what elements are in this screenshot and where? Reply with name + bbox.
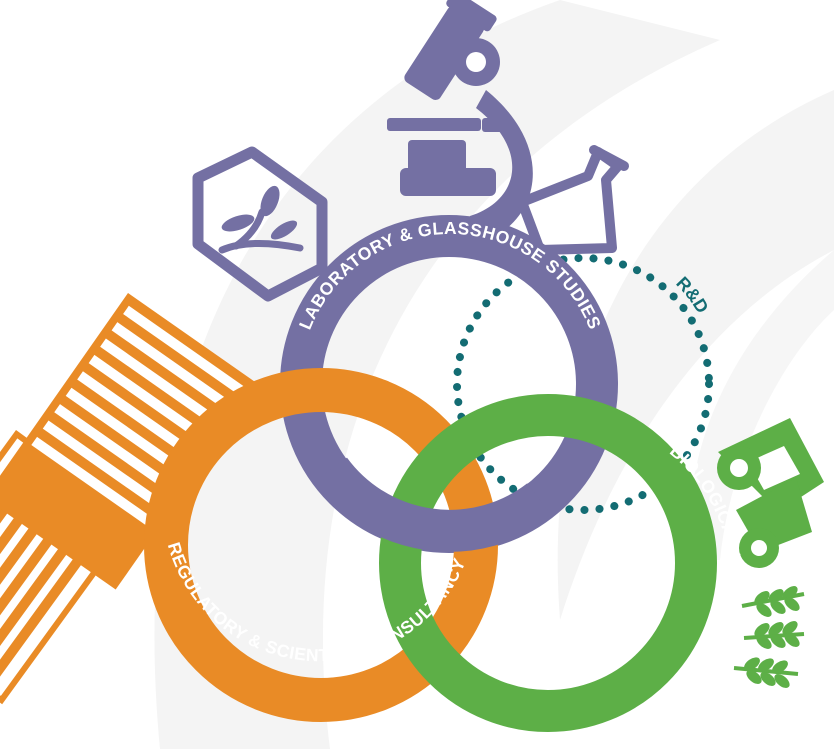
documents-icon	[0, 293, 260, 705]
laboratory-ring-overlap	[313, 457, 553, 552]
rd-dotted-circle	[453, 254, 713, 514]
wheat-icon	[733, 586, 805, 688]
plant-hexagon-icon	[192, 146, 328, 302]
flask-icon	[517, 145, 629, 255]
microscope-icon	[387, 0, 533, 246]
tractor-icon	[717, 418, 824, 568]
biological-ring	[379, 394, 717, 732]
